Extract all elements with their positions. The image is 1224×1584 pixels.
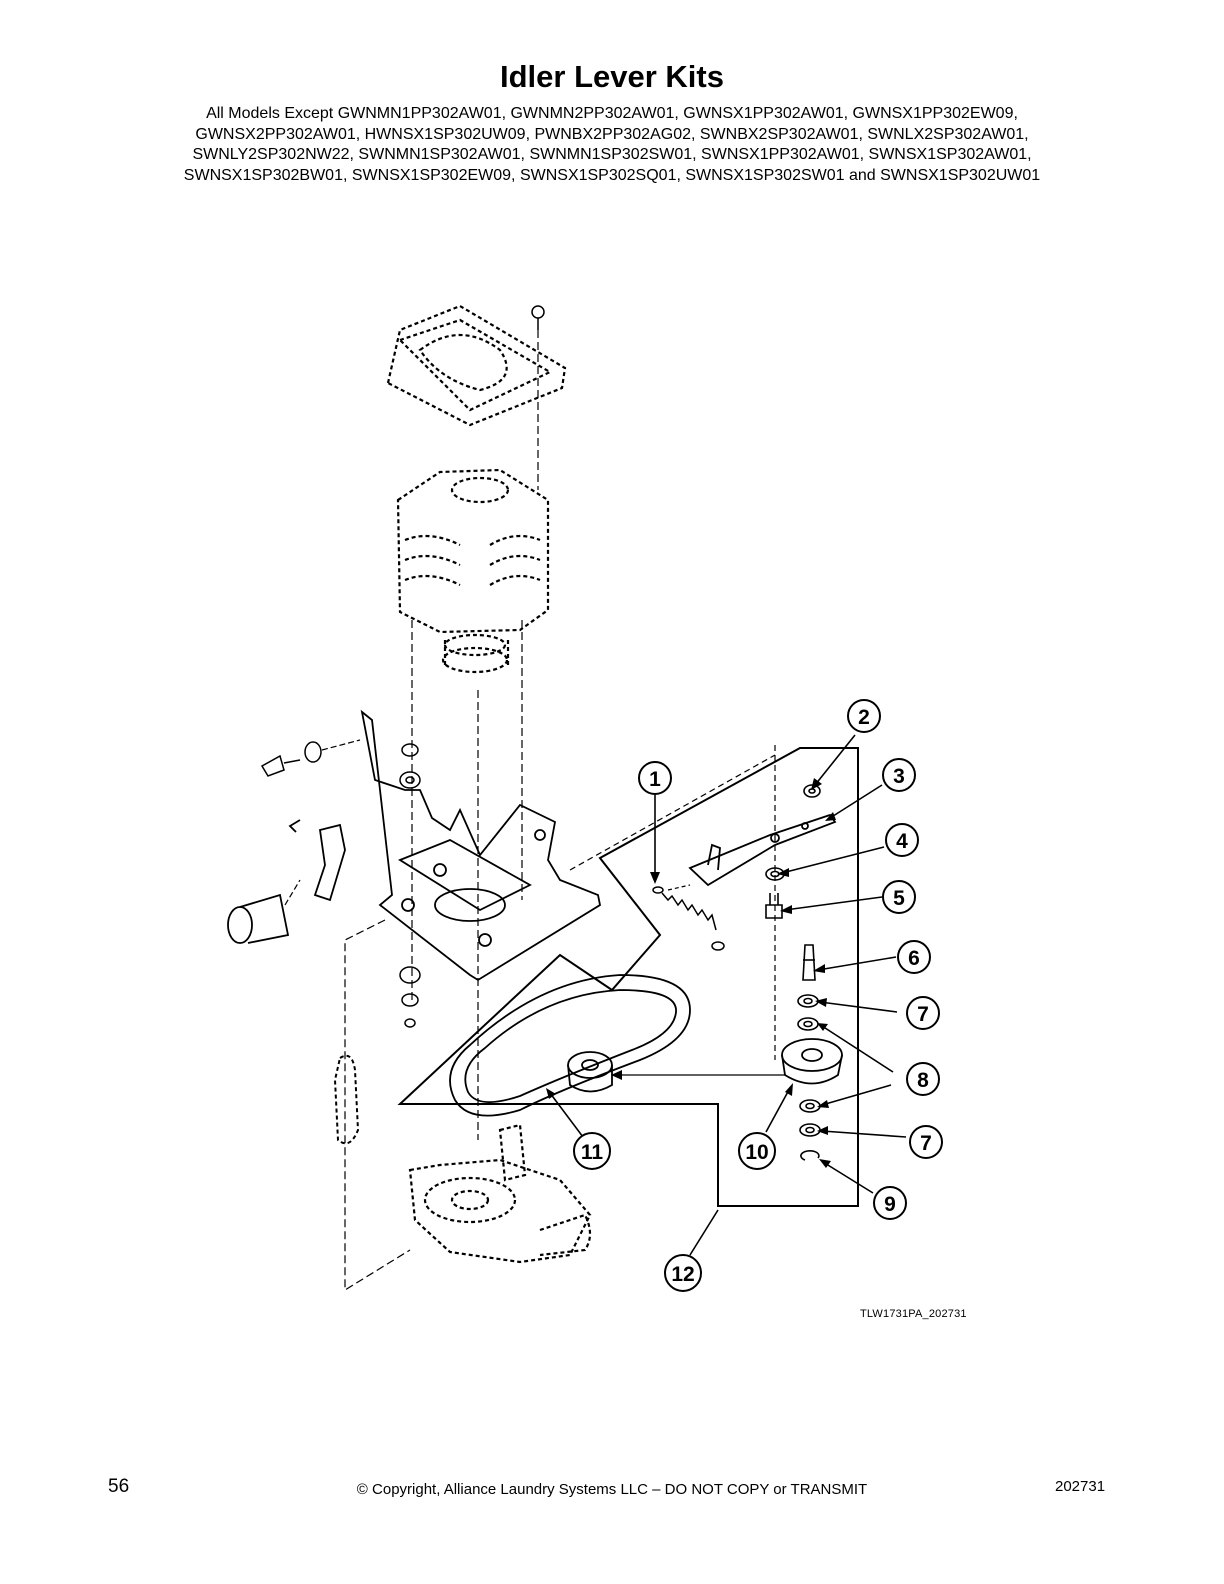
callout-circle-6 (897, 940, 931, 974)
callout-circle-4 (885, 823, 919, 857)
callout-circle-12 (664, 1254, 702, 1292)
motor-cover-part (386, 304, 567, 427)
page-number: 56 (108, 1476, 130, 1497)
model-list-line-4: SWNSX1SP302BW01, SWNSX1SP302EW09, SWNSX1… (183, 166, 1041, 184)
shoulder-bolt-part (765, 893, 783, 919)
stud-part (802, 944, 816, 981)
motor-part (396, 468, 550, 674)
idler-pulley-small-part (567, 1051, 613, 1093)
callout-circle-5 (882, 880, 916, 914)
callout-label-3: 3 (893, 765, 905, 788)
idler-spring-part (652, 886, 725, 951)
callout-label-11: 11 (581, 1141, 604, 1164)
model-list-line-2: GWNSX2PP302AW01, HWNSX1SP302UW09, PWNBX2… (195, 125, 1029, 143)
model-exception-list: All Models Except GWNMN1PP302AW01, GWNMN… (0, 104, 1224, 186)
callout-label-4: 4 (896, 830, 908, 853)
callout-circle-2 (847, 699, 881, 733)
cover-screw-part (531, 305, 545, 330)
callout-arrowheads (546, 778, 836, 1168)
callout-label-12: 12 (671, 1263, 694, 1286)
page-header: Idler Lever Kits All Models Except GWNMN… (0, 60, 1224, 186)
callout-label-9: 9 (884, 1193, 896, 1216)
callout-circle-9 (873, 1186, 907, 1220)
callout-circle-8 (906, 1062, 940, 1096)
callout-label-1: 1 (649, 768, 661, 791)
callout-label-7b: 7 (920, 1132, 932, 1155)
callout-label-5: 5 (893, 887, 905, 910)
pump-part (408, 1123, 592, 1264)
callout-label-7: 7 (917, 1003, 929, 1026)
callout-circles (573, 699, 943, 1292)
callout-circle-11 (573, 1132, 611, 1170)
washer-7-bottom-part (799, 1123, 821, 1137)
copyright-notice: © Copyright, Alliance Laundry Systems LL… (356, 1481, 868, 1498)
model-list-line-1: All Models Except GWNMN1PP302AW01, GWNMN… (206, 105, 1018, 122)
washer-8-top-part (797, 1017, 819, 1031)
callout-label-2: 2 (858, 706, 870, 729)
callout-label-6: 6 (908, 947, 920, 970)
figure-code: TLW1731PA_202731 (860, 1308, 967, 1320)
idler-lever-part (688, 813, 837, 887)
model-list-line-3: SWNLY2SP302NW22, SWNMN1SP302AW01, SWNMN1… (192, 146, 1032, 163)
callout-circle-7 (906, 996, 940, 1030)
motor-mount-bracket-part (360, 709, 602, 982)
callout-circle-7b (909, 1125, 943, 1159)
document-number: 202731 (1055, 1478, 1106, 1495)
clamp-bracket-part (288, 819, 346, 902)
page-title: Idler Lever Kits (500, 59, 724, 94)
idler-pulley-large-part (781, 1038, 843, 1085)
retaining-ring-part (800, 1150, 820, 1161)
washer-stack-bottom-part (399, 966, 421, 1028)
callout-circle-1 (638, 761, 672, 795)
kit-boundary-outline (397, 747, 859, 1207)
hose-clip-part (333, 1054, 360, 1145)
bolt-left-part (260, 741, 322, 777)
callout-label-8: 8 (917, 1069, 929, 1092)
drive-belt-part (449, 974, 691, 1117)
callout-label-10: 10 (745, 1141, 768, 1164)
callout-circle-10 (738, 1132, 776, 1170)
callout-circle-3 (882, 758, 916, 792)
washer-8-bottom-part (799, 1099, 821, 1113)
washer-stack-top-part (399, 743, 421, 789)
capacitor-part (227, 893, 290, 944)
callout-leaders (549, 734, 907, 1256)
